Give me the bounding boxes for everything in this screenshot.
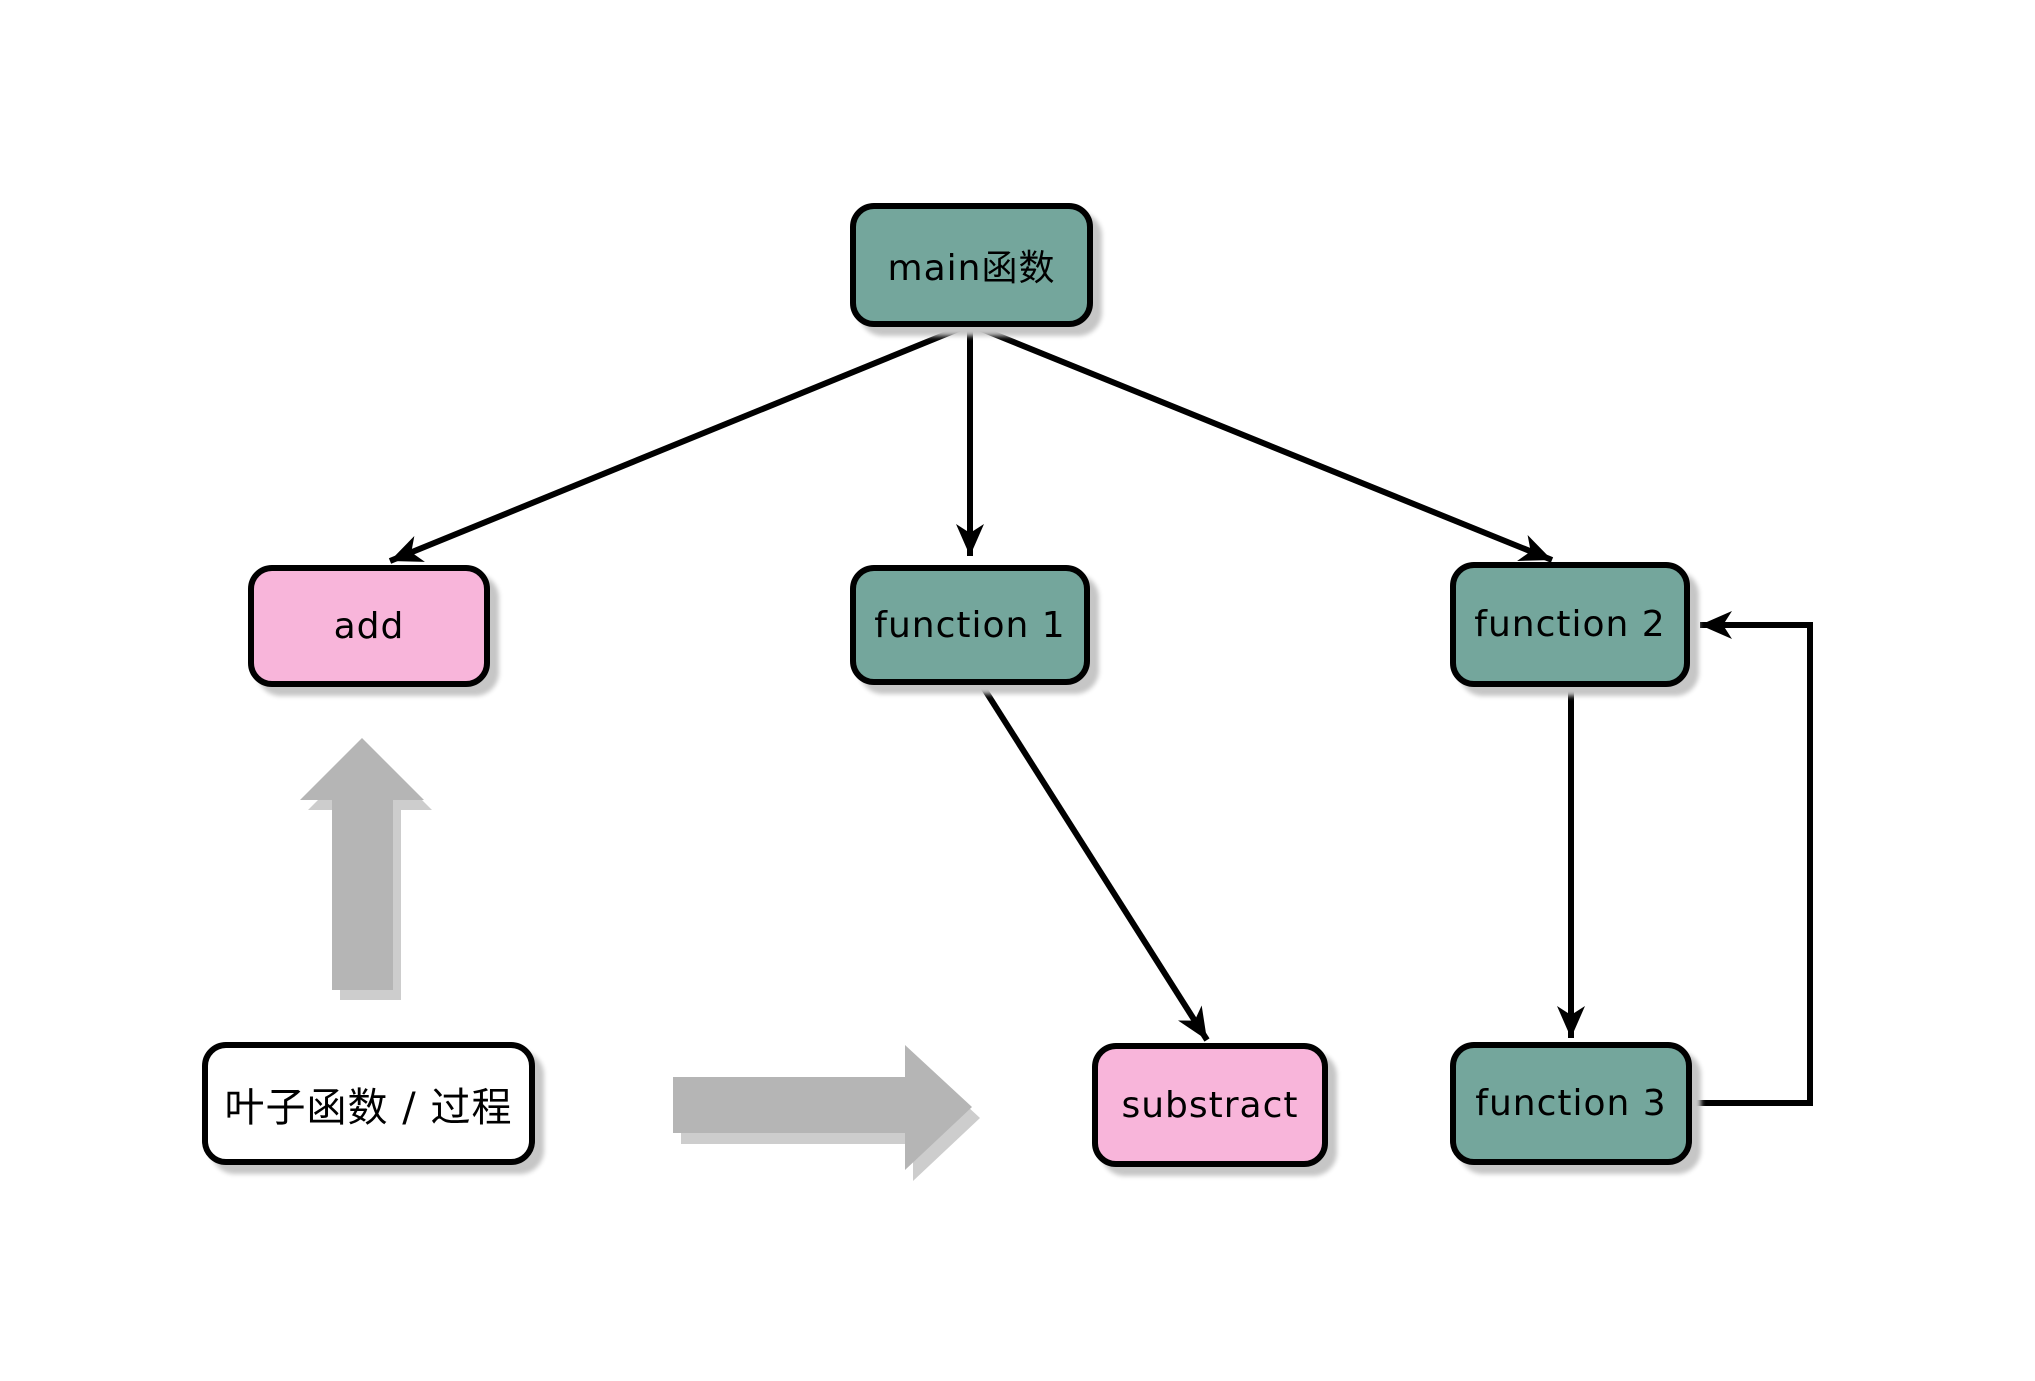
block-arrow-right: [673, 1045, 972, 1170]
node-main-function: main函数: [850, 203, 1093, 327]
legend-leaf-function-box: 叶子函数 / 过程: [202, 1042, 535, 1165]
node-function1: function 1: [850, 565, 1090, 685]
node-function2-label: function 2: [1474, 604, 1666, 645]
edge-function3-loop-to-function2: [1692, 611, 1813, 1106]
node-substract: substract: [1092, 1043, 1328, 1167]
node-add: add: [248, 565, 490, 687]
block-arrow-up: [300, 738, 424, 990]
edge-main-to-function2: [972, 323, 1554, 563]
node-main-label: main函数: [887, 248, 1056, 289]
node-function2: function 2: [1450, 562, 1690, 687]
node-function1-label: function 1: [874, 604, 1066, 646]
node-function3: function 3: [1450, 1042, 1692, 1165]
node-substract-label: substract: [1121, 1084, 1299, 1126]
edge-function1-to-substract: [980, 685, 1210, 1042]
legend-label: 叶子函数 / 过程: [224, 1084, 513, 1131]
node-add-label: add: [333, 605, 405, 647]
node-function3-label: function 3: [1475, 1083, 1667, 1124]
edge-main-to-add: [388, 323, 968, 564]
